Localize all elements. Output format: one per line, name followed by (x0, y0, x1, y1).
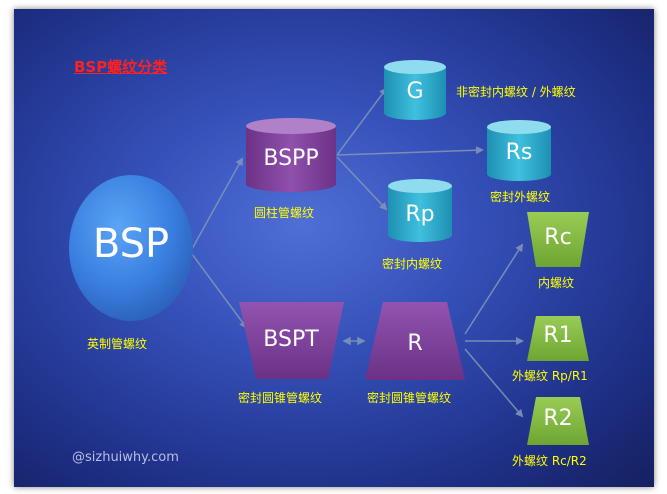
rp-cylinder (388, 179, 452, 242)
bsp-circle (69, 175, 193, 321)
bspp-cylinder (246, 118, 336, 192)
diagram-title: BSP螺纹分类 (74, 58, 168, 76)
arrowhead-bspt-r-right (357, 336, 366, 346)
rc-trapezoid (527, 212, 589, 267)
connector-bspp-rs (336, 146, 484, 156)
bspp-label: BSPP (263, 146, 319, 171)
rc-label: Rc (544, 225, 572, 250)
rp-caption: 密封内螺纹 (382, 257, 443, 271)
rs-cylinder (487, 120, 551, 181)
g-label: G (406, 79, 424, 104)
r2-trapezoid (527, 397, 589, 445)
connector-r-rc (464, 243, 524, 335)
r1-trapezoid (527, 316, 589, 361)
g-cylinder (384, 60, 446, 120)
bsp-label: BSP (92, 221, 170, 267)
bspt-caption: 密封圆锥管螺纹 (238, 391, 323, 405)
r-caption: 密封圆锥管螺纹 (367, 391, 452, 405)
r-label: R (407, 331, 423, 356)
g-caption: 非密封内螺纹 / 外螺纹 (456, 85, 576, 99)
rp-label: Rp (405, 202, 435, 227)
connector-bsp-bspt (191, 253, 248, 329)
bspt-trapezoid (239, 302, 344, 379)
bsp-caption: 英制管螺纹 (87, 337, 148, 351)
bspp-caption: 圆柱管螺纹 (254, 206, 315, 220)
r-trapezoid (365, 302, 465, 380)
rs-label: Rs (505, 140, 533, 165)
arrowhead-bspt-r-left (342, 336, 351, 346)
r2-label: R2 (543, 406, 573, 431)
connector-bspp-g (336, 87, 388, 156)
rs-caption: 密封外螺纹 (490, 190, 551, 204)
diagram-graphics (69, 60, 589, 445)
connector-bsp-bspp (191, 157, 243, 250)
bspt-label: BSPT (263, 327, 319, 352)
r2-caption: 外螺纹 Rc/R2 (512, 454, 587, 468)
connector-bspp-rp (336, 156, 388, 211)
r1-label: R1 (543, 323, 573, 348)
r1-caption: 外螺纹 Rp/R1 (512, 369, 588, 383)
slide-canvas: BSP螺纹分类 BSP 英制管螺纹 BSPP 圆柱管螺纹 G 非密封内螺纹 / … (14, 9, 654, 487)
connector-r-r2 (464, 348, 524, 418)
rc-caption: 内螺纹 (538, 276, 575, 290)
watermark: @sizhuiwhy.com (72, 450, 179, 465)
